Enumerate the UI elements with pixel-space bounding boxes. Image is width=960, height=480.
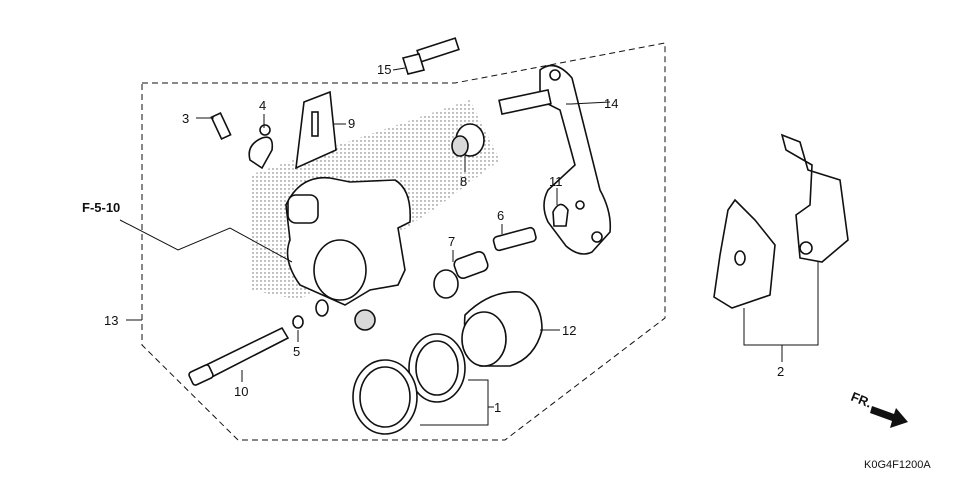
callout-5: 5 [293,344,300,359]
front-label: FR. [849,389,874,411]
part-11-clip[interactable] [552,203,569,227]
callout-4: 4 [259,98,266,113]
callout-labels: 15 14 3 4 9 8 11 6 7 5 10 12 13 1 2 F-5-… [82,62,784,415]
caliper-body[interactable] [285,176,412,331]
part-2-brake-pads[interactable] [713,133,849,309]
leader-lines [119,67,819,426]
reference-f-5-10: F-5-10 [82,200,120,215]
drawing-code: K0G4F1200A [864,459,931,471]
part-15-bolt[interactable] [401,37,460,75]
callout-14: 14 [604,96,618,111]
assembly-boundary [141,42,666,441]
callout-10: 10 [234,384,248,399]
part-3-bleeder-screw[interactable] [210,111,232,141]
part-9-pad-spring[interactable] [295,90,337,170]
callout-8: 8 [460,174,467,189]
part-4-bleeder-cap[interactable] [248,124,274,170]
part-1-piston-seals[interactable] [352,333,466,435]
callout-9: 9 [348,116,355,131]
callout-1: 1 [494,400,501,415]
callout-2: 2 [777,364,784,379]
part-8-boot[interactable] [451,123,485,157]
part-7-sleeve-bolt[interactable] [433,250,489,299]
front-direction-indicator: FR. [849,389,908,428]
part-12-piston[interactable] [461,291,543,367]
callout-11: 11 [549,174,563,189]
front-arrow-icon [870,406,908,428]
callout-13: 13 [104,313,118,328]
part-10-pad-pin[interactable] [188,326,290,386]
callout-6: 6 [497,208,504,223]
callout-15: 15 [377,62,391,77]
callout-12: 12 [562,323,576,338]
callout-3: 3 [182,111,189,126]
callout-7: 7 [448,234,455,249]
part-5-washer[interactable] [292,315,304,329]
part-6-pin-bolt[interactable] [492,226,537,252]
